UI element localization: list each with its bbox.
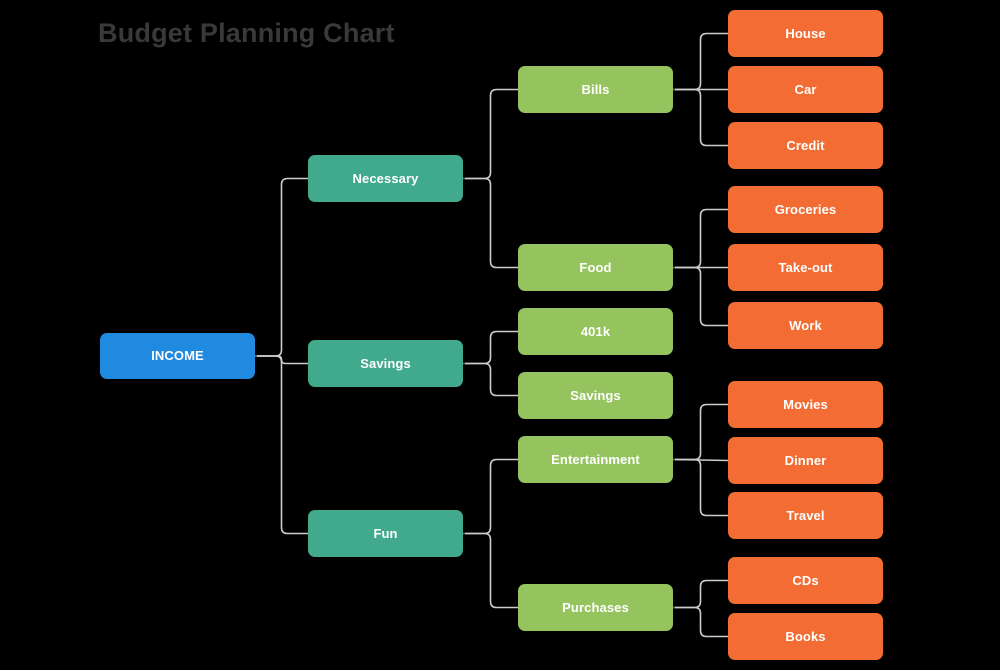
node-movies[interactable]: Movies bbox=[728, 381, 883, 428]
connector-entertainment-to-travel bbox=[673, 458, 728, 517]
node-fun[interactable]: Fun bbox=[308, 510, 463, 557]
node-label: Bills bbox=[581, 81, 610, 97]
node-savings[interactable]: Savings bbox=[308, 340, 463, 387]
connector-entertainment-to-dinner bbox=[672, 458, 729, 462]
node-savings2[interactable]: Savings bbox=[518, 372, 673, 419]
node-travel[interactable]: Travel bbox=[728, 492, 883, 539]
connector-fun-to-entertainment bbox=[463, 458, 518, 535]
connector-bills-to-house bbox=[673, 32, 728, 91]
node-label: Savings bbox=[360, 355, 411, 371]
node-label: Food bbox=[579, 259, 612, 275]
node-entertainment[interactable]: Entertainment bbox=[518, 436, 673, 483]
node-label: CDs bbox=[792, 572, 819, 588]
node-cds[interactable]: CDs bbox=[728, 557, 883, 604]
node-bills[interactable]: Bills bbox=[518, 66, 673, 113]
node-label: Entertainment bbox=[551, 451, 640, 467]
node-label: Work bbox=[789, 317, 822, 333]
node-house[interactable]: House bbox=[728, 10, 883, 57]
connector-income-to-savings bbox=[255, 355, 308, 365]
connector-savings-to-401k bbox=[463, 330, 518, 365]
connector-necessary-to-bills bbox=[463, 88, 518, 180]
node-credit[interactable]: Credit bbox=[728, 122, 883, 169]
node-label: Groceries bbox=[774, 201, 837, 217]
node-car[interactable]: Car bbox=[728, 66, 883, 113]
connector-purchases-to-cds bbox=[673, 579, 728, 609]
node-label: Credit bbox=[786, 137, 825, 153]
node-label: 401k bbox=[580, 323, 611, 339]
connector-food-to-work bbox=[673, 266, 728, 327]
node-label: INCOME bbox=[151, 348, 204, 364]
node-work[interactable]: Work bbox=[728, 302, 883, 349]
node-food[interactable]: Food bbox=[518, 244, 673, 291]
connector-food-to-groceries bbox=[673, 208, 728, 269]
node-label: Fun bbox=[373, 525, 398, 541]
connector-entertainment-to-movies bbox=[673, 403, 728, 461]
node-takeout[interactable]: Take-out bbox=[728, 244, 883, 291]
node-401k[interactable]: 401k bbox=[518, 308, 673, 355]
connector-bills-to-credit bbox=[673, 88, 728, 147]
page-title: Budget Planning Chart bbox=[98, 18, 395, 48]
node-groceries[interactable]: Groceries bbox=[728, 186, 883, 233]
node-label: Purchases bbox=[562, 599, 629, 615]
node-label: House bbox=[785, 25, 826, 41]
connector-savings-to-savings2 bbox=[463, 362, 518, 397]
node-books[interactable]: Books bbox=[728, 613, 883, 660]
node-dinner[interactable]: Dinner bbox=[728, 437, 883, 484]
connector-fun-to-purchases bbox=[463, 532, 518, 609]
node-label: Take-out bbox=[778, 259, 833, 275]
node-income[interactable]: INCOME bbox=[100, 333, 255, 379]
node-label: Movies bbox=[783, 396, 828, 412]
node-label: Books bbox=[785, 628, 826, 644]
connector-necessary-to-food bbox=[463, 177, 518, 269]
node-label: Dinner bbox=[784, 452, 827, 468]
node-label: Car bbox=[794, 81, 817, 97]
connector-purchases-to-books bbox=[673, 606, 728, 638]
connector-income-to-fun bbox=[255, 355, 308, 535]
node-label: Savings bbox=[570, 387, 621, 403]
node-purchases[interactable]: Purchases bbox=[518, 584, 673, 631]
node-label: Necessary bbox=[352, 170, 419, 186]
node-label: Travel bbox=[786, 507, 825, 523]
node-necessary[interactable]: Necessary bbox=[308, 155, 463, 202]
connector-income-to-necessary bbox=[255, 177, 308, 357]
